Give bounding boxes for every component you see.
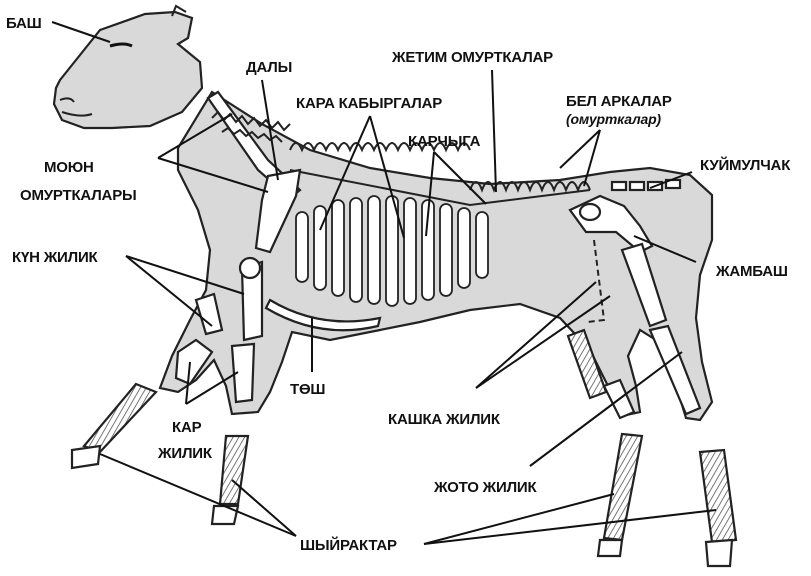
label-metapodials: ШЫЙРАКТАР <box>300 536 397 554</box>
label-lumbar-vertebrae: БЕЛ АРКАЛАР <box>566 93 672 110</box>
label-tibia: ЖОТО ЖИЛИК <box>433 479 537 496</box>
label-lumbar-note: (омурткалар) <box>566 111 661 127</box>
label-radius-line2: ЖИЛИК <box>157 445 213 462</box>
label-tail: КУЙМУЛЧАК <box>700 156 791 174</box>
label-neck-line2: ОМУРТКАЛАРЫ <box>20 187 136 204</box>
label-humerus: КҮН ЖИЛИК <box>12 249 99 266</box>
label-head: БАШ <box>6 15 42 32</box>
label-false-ribs: КАРА КАБЫРГАЛАР <box>296 95 442 112</box>
label-neck-line1: МОЮН <box>44 159 94 176</box>
label-thoracic-vertebrae: ЖЕТИМ ОМУРТКАЛАР <box>391 49 553 66</box>
label-sternum: ТӨШ <box>290 381 325 398</box>
label-shoulder: ДАЛЫ <box>246 59 292 76</box>
head <box>54 6 202 128</box>
label-ribs: КАРЧЫГА <box>408 133 481 150</box>
label-radius-line1: КАР <box>172 419 202 436</box>
label-pelvis: ЖАМБАШ <box>715 263 788 280</box>
label-femur: КАШКА ЖИЛИК <box>388 411 501 428</box>
